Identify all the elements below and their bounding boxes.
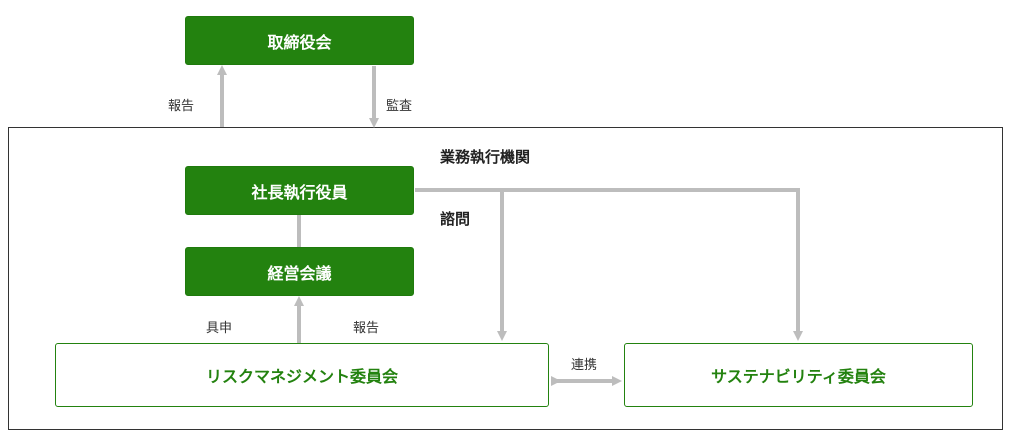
sustainability-committee-node: サステナビリティ委員会	[624, 343, 973, 407]
audit-label: 監査	[386, 99, 413, 114]
management-meeting-node: 経営会議	[185, 247, 414, 296]
report-label-top: 報告	[168, 99, 195, 114]
consult-label: 諮問	[440, 210, 471, 228]
board-label: 取締役会	[267, 32, 332, 52]
sustainability-committee-label: サステナビリティ委員会	[711, 367, 886, 386]
executive-body-frame	[8, 127, 1003, 430]
executive-body-label: 業務執行機関	[440, 148, 531, 166]
president-label: 社長執行役員	[251, 182, 348, 202]
risk-committee-node: リスクマネジメント委員会	[55, 343, 549, 407]
management-meeting-label: 経営会議	[267, 263, 332, 283]
consult-line	[415, 188, 803, 341]
report-label-bottom: 報告	[353, 321, 380, 336]
board-node: 取締役会	[185, 16, 414, 65]
president-node: 社長執行役員	[185, 166, 414, 215]
risk-committee-label: リスクマネジメント委員会	[205, 367, 398, 386]
proposal-label: 具申	[206, 321, 233, 336]
cooperation-label: 連携	[571, 358, 598, 373]
